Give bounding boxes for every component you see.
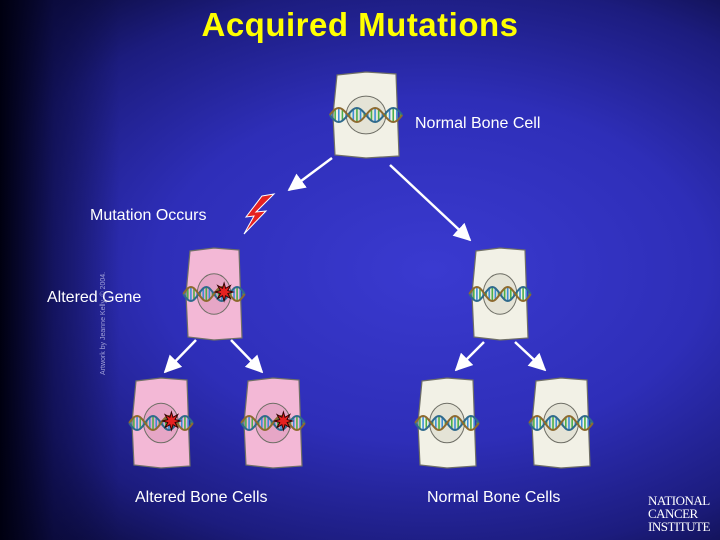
arrow-altered-to-right xyxy=(230,339,264,374)
label-altered-bone-cells: Altered Bone Cells xyxy=(135,489,268,506)
slide-title: Acquired Mutations xyxy=(201,6,519,43)
cell-normal-bottom-left xyxy=(414,377,480,469)
lightning-bolt-icon xyxy=(243,193,276,235)
mutation-burst-icon xyxy=(272,410,295,432)
arrows xyxy=(163,156,547,374)
cell-normal-top xyxy=(328,71,404,159)
logo-line-institute: INSTITUTE xyxy=(648,519,710,534)
cell-altered-bottom-left xyxy=(128,377,194,469)
left-shade-decoration xyxy=(0,0,120,540)
arrow-top-to-right xyxy=(389,164,472,242)
cell-altered-bottom-right xyxy=(240,377,306,469)
logo-line-cancer: CANCER xyxy=(648,506,698,521)
cell-normal-middle xyxy=(468,247,532,341)
mutation-burst-icon xyxy=(160,410,183,432)
dna-helix-icon xyxy=(468,285,532,303)
cells-layer xyxy=(128,71,594,469)
arrow-altered-to-left xyxy=(163,339,197,374)
dna-helix-icon xyxy=(414,414,480,432)
mutation-burst-icon xyxy=(213,281,235,303)
dna-helix-icon xyxy=(128,414,194,432)
nci-logo: NATIONAL CANCER INSTITUTE xyxy=(648,494,720,540)
cell-altered-middle xyxy=(182,247,246,341)
label-altered-gene: Altered Gene xyxy=(47,289,142,306)
artwork-credit: Artwork by Jeanne Kelly. © 2004. xyxy=(100,271,107,375)
arrow-normal-to-right xyxy=(514,341,547,372)
arrow-top-to-left xyxy=(287,156,333,192)
cell-normal-bottom-right xyxy=(528,377,594,469)
arrow-normal-to-left xyxy=(454,341,485,372)
dna-helix-icon xyxy=(328,106,404,124)
label-normal-bone-cells: Normal Bone Cells xyxy=(427,489,561,506)
dna-helix-icon xyxy=(528,414,594,432)
label-mutation-occurs: Mutation Occurs xyxy=(90,207,207,224)
label-normal-bone-cell: Normal Bone Cell xyxy=(415,115,541,132)
logo-line-national: NATIONAL xyxy=(648,493,710,508)
